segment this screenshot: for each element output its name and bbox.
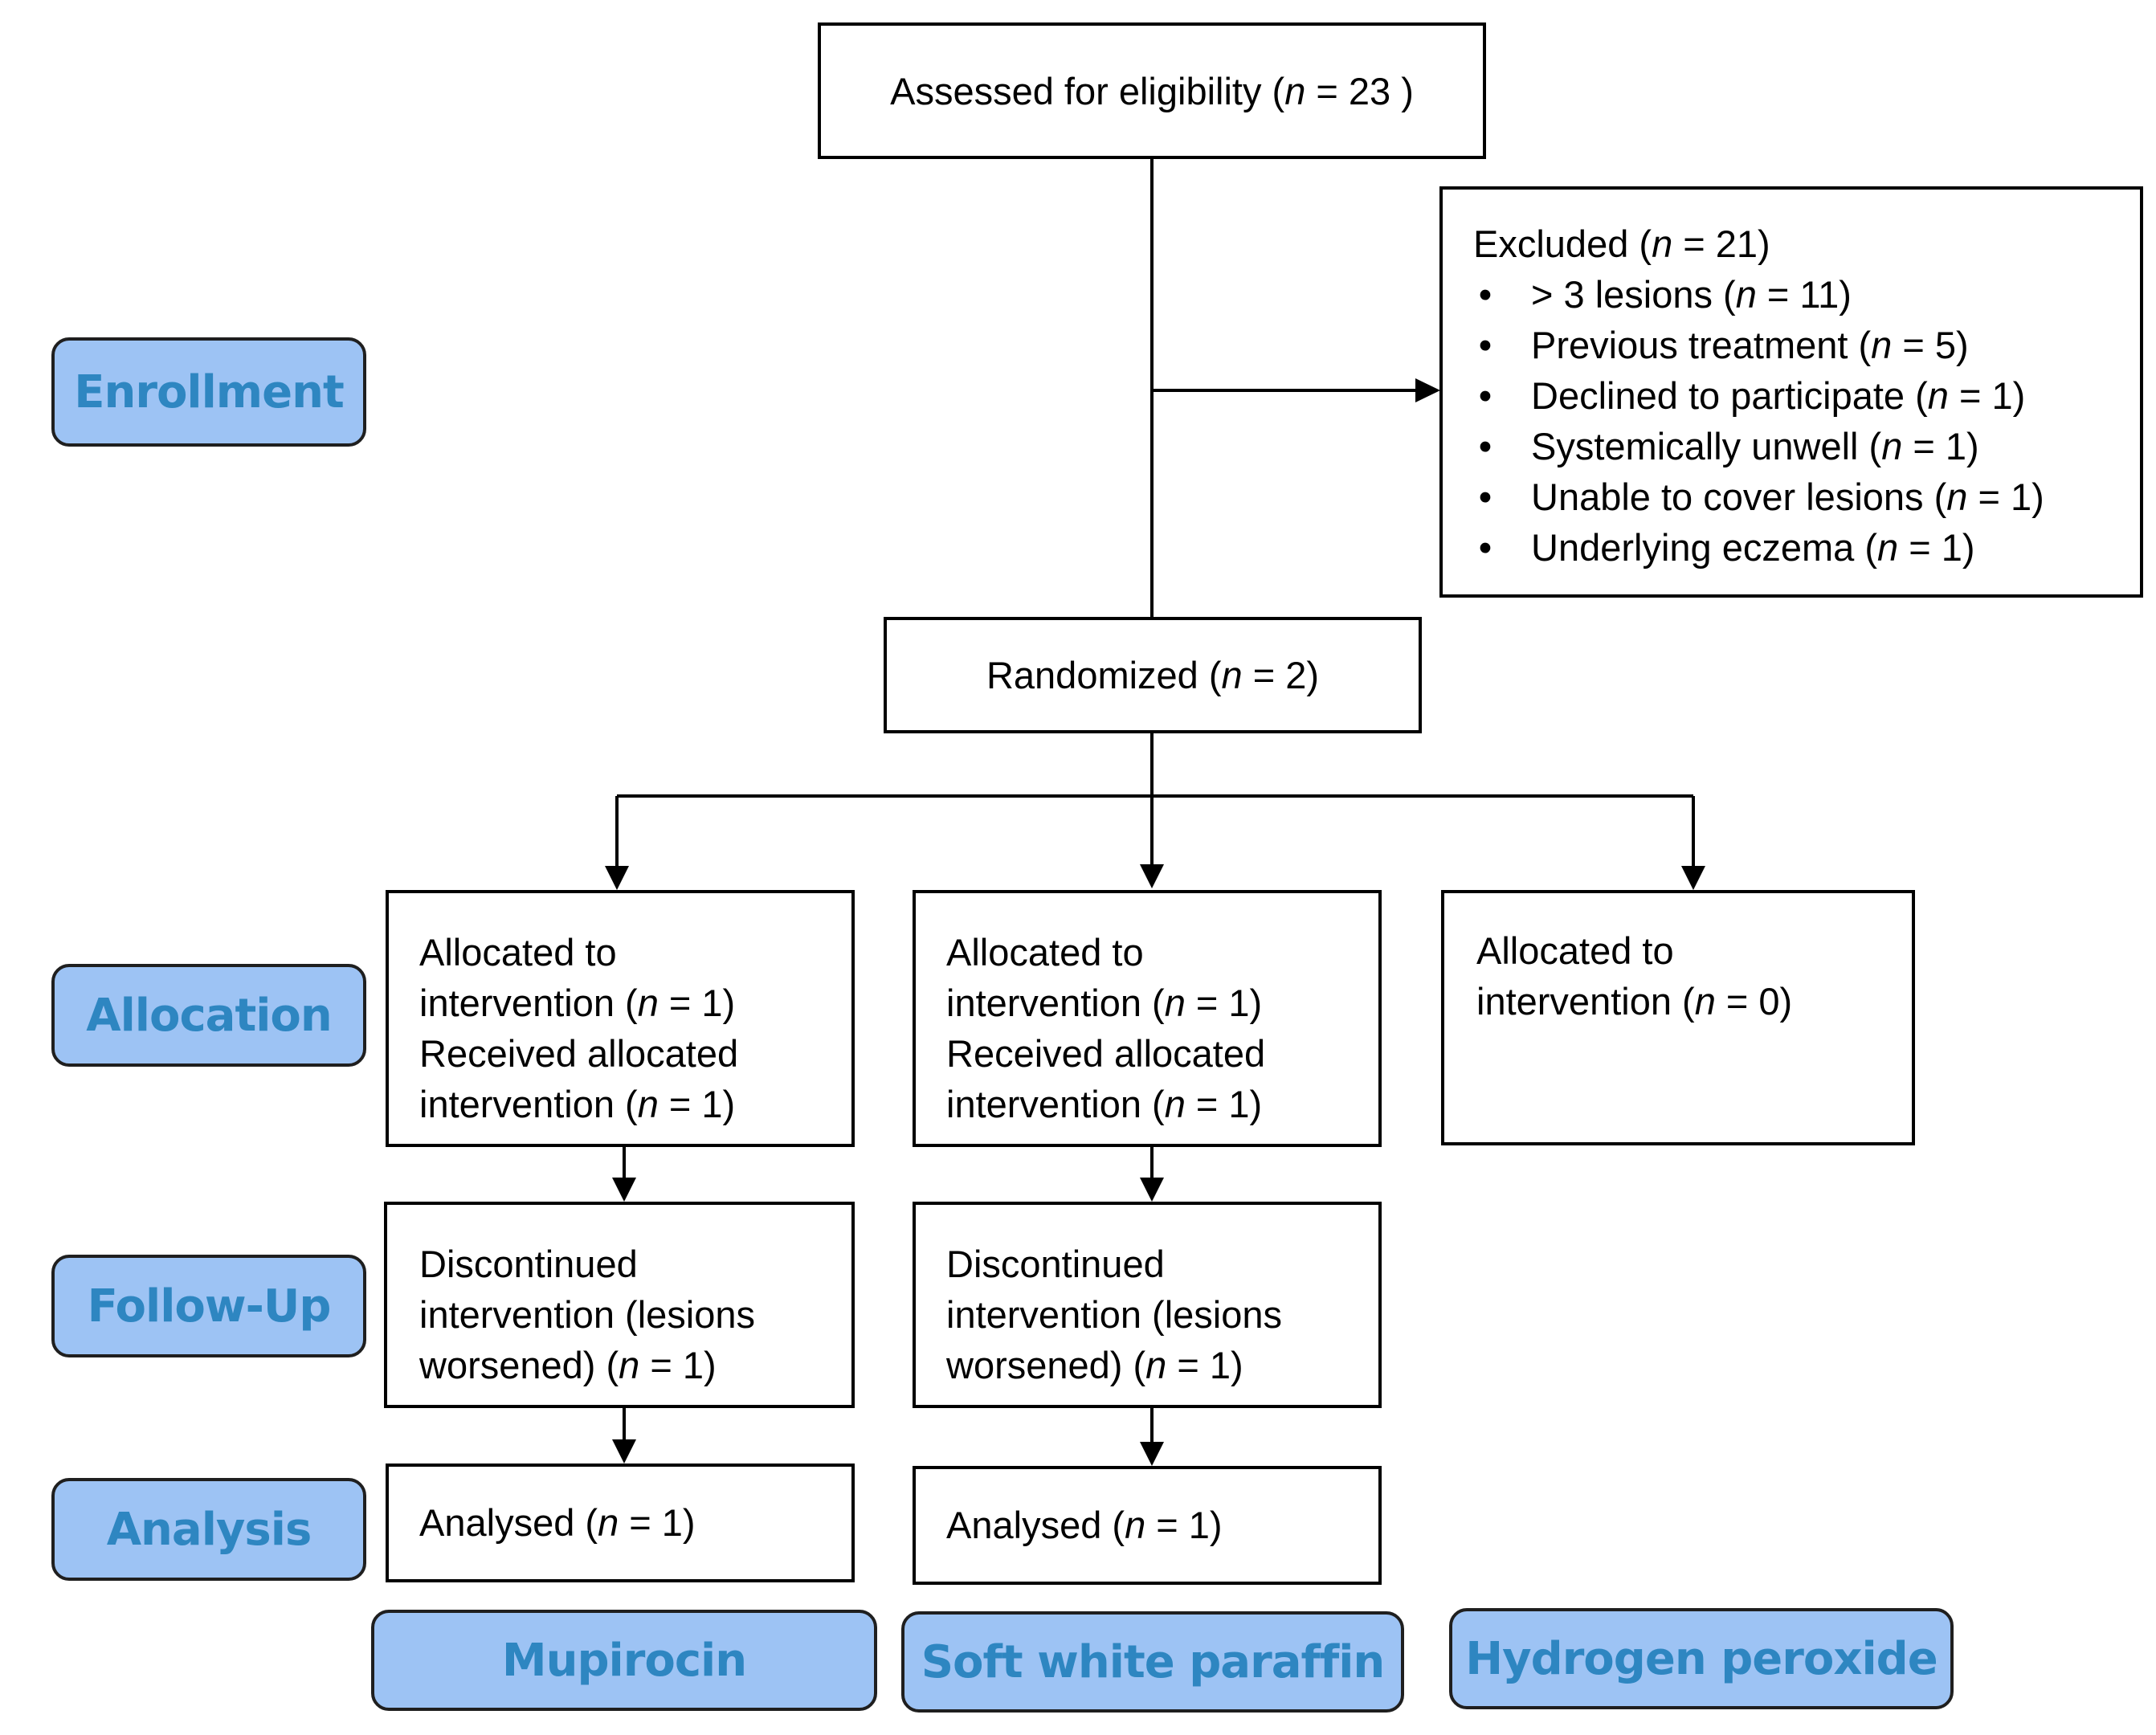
box-line: intervention (n = 1) [946,1083,1263,1125]
assessed-text: Assessed for eligibility (n = 23 ) [890,69,1414,112]
arm-label-hydrogen-peroxide: Hydrogen peroxide [1449,1608,1954,1709]
bullet-icon: • [1478,374,1492,417]
excluded-box: Excluded (n = 21) •> 3 lesions (n = 11)•… [1439,186,2143,598]
box-line: intervention (lesions [419,1293,755,1336]
box-line: intervention (n = 1) [946,982,1263,1024]
arm-2-followup-box: Discontinued intervention (lesions worsene… [913,1202,1382,1408]
stage-label-enrollment: Enrollment [51,337,366,447]
box-line: Discontinued [946,1243,1165,1285]
arm-3-allocation-box: Allocated to intervention (n = 0) [1441,890,1915,1145]
box-line: Allocated to [1476,929,1674,972]
arrowhead-arm-3 [1681,866,1705,890]
randomized-text: Randomized (n = 2) [986,654,1320,696]
exclusion-reason-item: •Systemically unwell (n = 1) [1473,421,2140,472]
box-line: intervention (n = 1) [419,982,736,1024]
stage-label-text: Analysis [106,1503,312,1556]
arm-label-text: Mupirocin [501,1634,747,1687]
exclusion-reason-item: •Unable to cover lesions (n = 1) [1473,472,2140,522]
exclusion-reasons-list: •> 3 lesions (n = 11)•Previous treatment… [1473,269,2140,573]
arm-1-analysis-box: Analysed (n = 1) [386,1464,855,1582]
excluded-header: Excluded (n = 21) [1473,222,1770,265]
arm-label-soft-white-paraffin: Soft white paraffin [901,1611,1404,1713]
box-line: Allocated to [946,931,1144,974]
arrowhead-arm-1 [605,866,629,890]
exclusion-reason-item: •Declined to participate (n = 1) [1473,370,2140,421]
arm-2-allocation-box: Allocated to intervention (n = 1) Received… [913,890,1382,1147]
randomized-box: Randomized (n = 2) [884,617,1422,733]
exclusion-reason-item: •Previous treatment (n = 5) [1473,320,2140,370]
arrowhead-arm-2-follow [1140,1178,1164,1202]
arm-label-mupirocin: Mupirocin [371,1610,877,1711]
bullet-icon: • [1478,425,1492,467]
box-line: worsened) (n = 1) [419,1344,717,1386]
assessed-box: Assessed for eligibility (n = 23 ) [818,22,1486,159]
stage-label-text: Follow-Up [87,1280,332,1333]
stage-label-allocation: Allocation [51,964,366,1067]
box-line: intervention (lesions [946,1293,1282,1336]
exclusion-reason-item: •Underlying eczema (n = 1) [1473,522,2140,573]
box-line: intervention (n = 1) [419,1083,736,1125]
bullet-icon: • [1478,273,1492,316]
box-line: Discontinued [419,1243,638,1285]
arm-label-text: Hydrogen peroxide [1465,1632,1938,1685]
analysis-text: Analysed (n = 1) [946,1504,1223,1546]
bullet-icon: • [1478,476,1492,518]
analysis-text: Analysed (n = 1) [419,1501,696,1544]
arrowhead-arm-2 [1140,864,1164,888]
box-line: intervention (n = 0) [1476,980,1793,1023]
stage-label-follow-up: Follow-Up [51,1255,366,1357]
box-line: Received allocated [419,1032,739,1075]
arm-1-allocation-box: Allocated to intervention (n = 1) Received… [386,890,855,1147]
arrowhead-arm-1-follow [612,1178,636,1202]
exclusion-reason-item: •> 3 lesions (n = 11) [1473,269,2140,320]
arm-2-analysis-box: Analysed (n = 1) [913,1466,1382,1585]
arm-1-followup-box: Discontinued intervention (lesions worsene… [384,1202,855,1408]
box-line: Received allocated [946,1032,1266,1075]
arm-label-text: Soft white paraffin [921,1635,1386,1688]
bullet-icon: • [1478,324,1492,366]
box-line: worsened) (n = 1) [946,1344,1243,1386]
arrowhead-excluded [1415,378,1440,402]
stage-label-analysis: Analysis [51,1478,366,1581]
arrowhead-arm-1-analysis [612,1439,636,1464]
bullet-icon: • [1478,526,1492,569]
arrowhead-arm-2-analysis [1140,1442,1164,1466]
box-line: Allocated to [419,931,617,974]
stage-label-text: Allocation [86,989,332,1042]
stage-label-text: Enrollment [74,365,345,418]
